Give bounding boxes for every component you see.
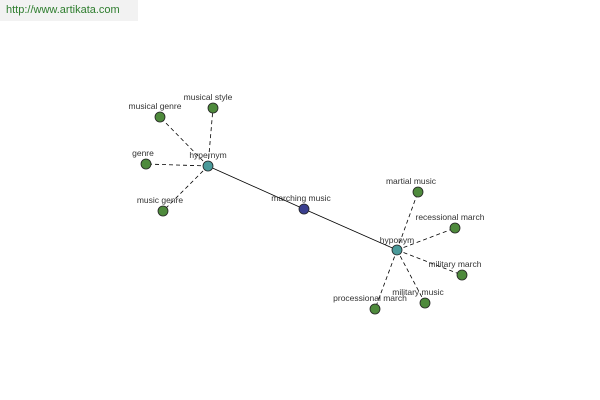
edge-center-hyponym (303, 208, 398, 251)
edge-hypernym-musical-genre (159, 116, 209, 167)
edge-hypernym-genre (145, 163, 209, 167)
node-military-music[interactable] (419, 297, 431, 309)
node-musical-style[interactable] (207, 102, 219, 114)
label-military-music: military music (392, 287, 444, 297)
site-url-link[interactable]: http://www.artikata.com (6, 4, 120, 16)
edge-hypernym-musical-style (207, 107, 214, 167)
label-musical-genre: musical genre (129, 101, 182, 111)
label-center: marching music (271, 193, 331, 203)
edge-hyponym-recessional-march (396, 227, 456, 251)
edge-hyponym-martial-music (396, 191, 419, 251)
node-processional-march[interactable] (369, 303, 381, 315)
node-genre[interactable] (140, 158, 152, 170)
node-martial-music[interactable] (412, 186, 424, 198)
node-musical-genre[interactable] (154, 111, 166, 123)
label-music-genre: music genre (137, 195, 184, 205)
label-recessional-march: recessional march (416, 212, 485, 222)
url-banner: http://www.artikata.com (0, 0, 138, 21)
edge-hypernym-music-genre (162, 165, 209, 212)
label-martial-music: martial music (386, 176, 437, 186)
node-hyponym[interactable] (391, 244, 403, 256)
label-processional-march: processional march (333, 293, 407, 303)
node-military-march[interactable] (456, 269, 468, 281)
label-military-march: military march (429, 259, 482, 269)
node-center[interactable] (298, 203, 310, 215)
node-hypernym[interactable] (202, 160, 214, 172)
edge-center-hypernym (207, 165, 305, 210)
edge-hyponym-military-march (396, 249, 463, 276)
label-hyponym: hyponym (380, 235, 415, 245)
edge-hyponym-processional-march (374, 249, 398, 310)
node-music-genre[interactable] (157, 205, 169, 217)
node-recessional-march[interactable] (449, 222, 461, 234)
label-musical-style: musical style (184, 92, 233, 102)
label-hypernym: hypernym (189, 150, 226, 160)
edge-hyponym-military-music (396, 249, 426, 304)
label-genre: genre (132, 148, 154, 158)
